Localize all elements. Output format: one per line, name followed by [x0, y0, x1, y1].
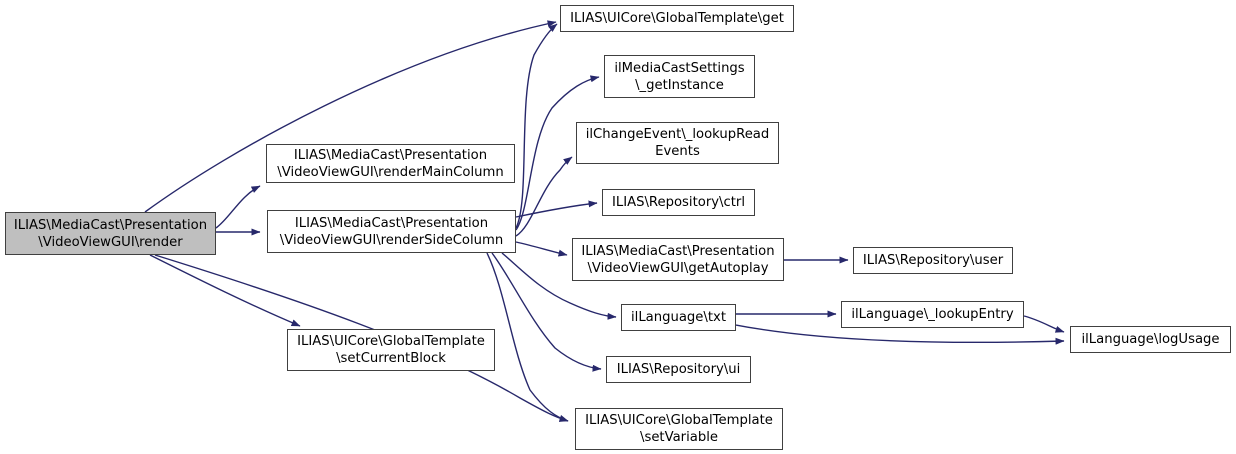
graph-edge-renderSideColumn-to-globalTemplateGet: [515, 23, 558, 229]
graph-node-getAutoplay[interactable]: ILIAS\MediaCast\Presentation \VideoViewG…: [572, 238, 784, 281]
graph-node-repositoryUi[interactable]: ILIAS\Repository\ui: [606, 356, 751, 383]
graph-node-label: ILIAS\Repository\user: [862, 253, 1004, 268]
graph-edge-renderSideColumn-to-changeEvent: [515, 156, 573, 237]
graph-node-globalTemplateGet[interactable]: ILIAS\UICore\GlobalTemplate\get: [560, 5, 794, 32]
graph-node-repositoryUser[interactable]: ILIAS\Repository\user: [853, 247, 1013, 274]
graph-edge-render-to-setCurrentBlock: [149, 254, 301, 327]
graph-edge-lookupEntry-to-logUsage: [1023, 315, 1065, 333]
graph-node-changeEvent[interactable]: ilChangeEvent\_lookupRead Events: [576, 122, 779, 164]
graph-edge-renderSideColumn-to-repositoryCtrl: [515, 200, 598, 218]
graph-node-renderSideColumn[interactable]: ILIAS\MediaCast\Presentation \VideoViewG…: [267, 210, 516, 253]
graph-node-label: ILIAS\UICore\GlobalTemplate \setCurrentB…: [297, 334, 485, 366]
graph-node-setVariable[interactable]: ILIAS\UICore\GlobalTemplate \setVariable: [575, 408, 783, 450]
graph-node-label: ILIAS\UICore\GlobalTemplate\get: [570, 11, 784, 26]
graph-node-label: ILIAS\MediaCast\Presentation \VideoViewG…: [277, 147, 504, 180]
graph-edge-render-to-renderMainColumn: [215, 185, 261, 229]
graph-node-label: ILIAS\MediaCast\Presentation \VideoViewG…: [581, 243, 775, 276]
graph-edge-renderSideColumn-to-setVariable: [486, 252, 569, 422]
graph-node-label: ilLanguage\_lookupEntry: [851, 307, 1014, 322]
graph-node-label: ilLanguage\logUsage: [1081, 332, 1220, 347]
graph-node-label: ilChangeEvent\_lookupRead Events: [585, 127, 770, 159]
graph-node-logUsage[interactable]: ilLanguage\logUsage: [1070, 326, 1231, 353]
graph-node-label: ILIAS\UICore\GlobalTemplate \setVariable: [585, 413, 773, 445]
graph-node-repositoryCtrl[interactable]: ILIAS\Repository\ctrl: [602, 189, 755, 216]
graph-node-label: ilMediaCastSettings \_getInstance: [614, 60, 745, 93]
graph-node-label: ILIAS\Repository\ui: [616, 362, 741, 377]
graph-node-renderMainColumn[interactable]: ILIAS\MediaCast\Presentation \VideoViewG…: [266, 144, 515, 183]
graph-node-label: ilLanguage\txt: [631, 310, 726, 325]
graph-node-render[interactable]: ILIAS\MediaCast\Presentation \VideoViewG…: [5, 212, 216, 255]
graph-node-label: ILIAS\MediaCast\Presentation \VideoViewG…: [279, 215, 504, 248]
graph-node-lookupEntry[interactable]: ilLanguage\_lookupEntry: [841, 301, 1024, 328]
graph-edge-render-to-globalTemplateGet: [144, 20, 557, 213]
graph-node-label: ILIAS\MediaCast\Presentation \VideoViewG…: [13, 217, 208, 250]
graph-node-mediaCastSettings[interactable]: ilMediaCastSettings \_getInstance: [604, 55, 755, 98]
graph-node-label: ILIAS\Repository\ctrl: [611, 195, 746, 210]
graph-node-ilLanguageTxt[interactable]: ilLanguage\txt: [621, 304, 736, 331]
graph-node-setCurrentBlock[interactable]: ILIAS\UICore\GlobalTemplate \setCurrentB…: [287, 329, 495, 371]
graph-edge-renderSideColumn-to-getAutoplay: [515, 241, 568, 257]
